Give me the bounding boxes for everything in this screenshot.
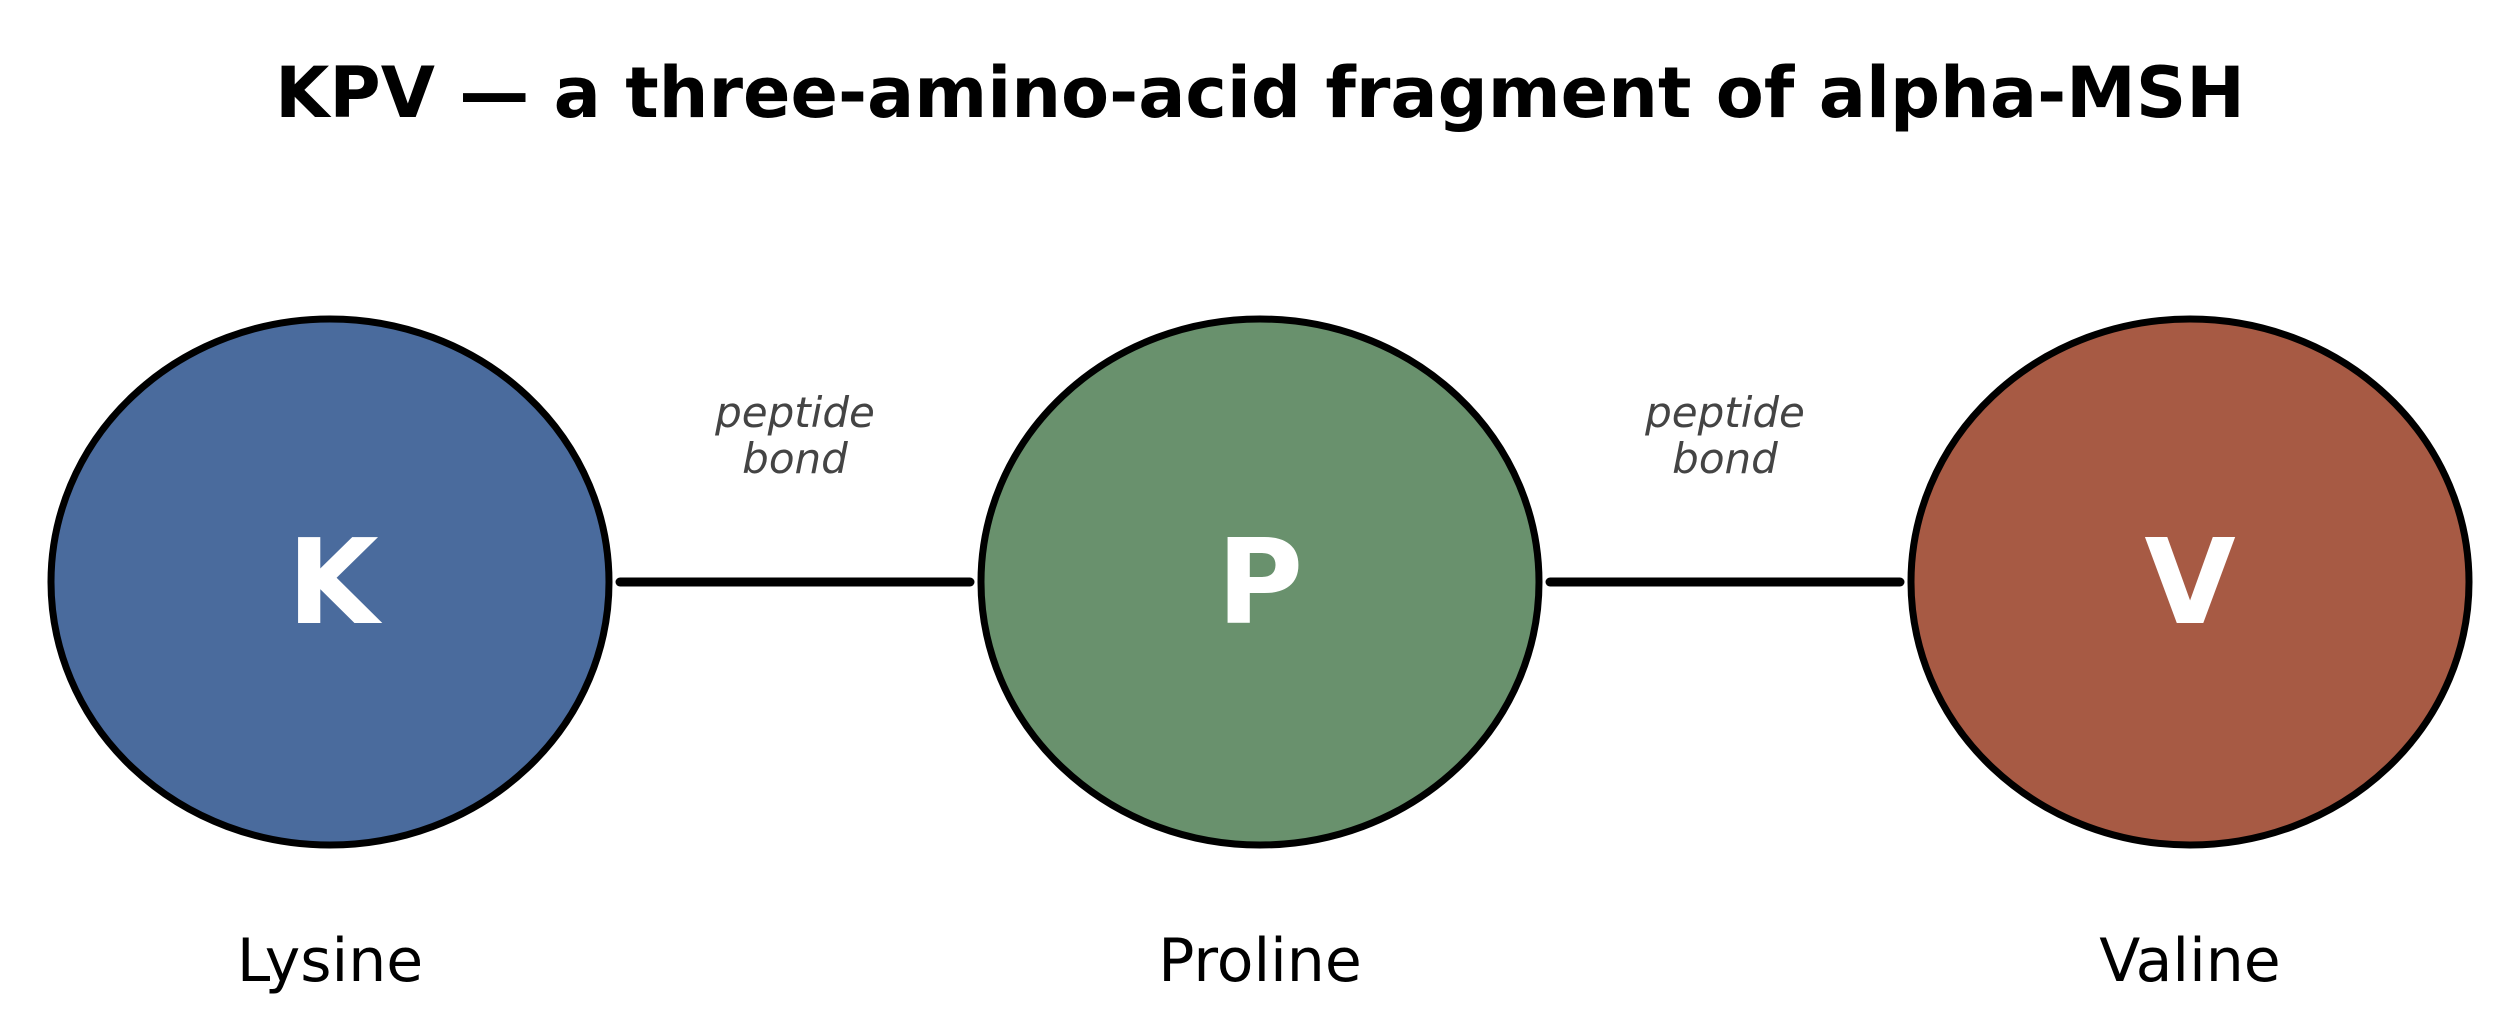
bond-label-1-line-1: peptide — [714, 388, 875, 437]
proline-name: Proline — [1158, 926, 1361, 996]
lysine-letter: K — [287, 513, 383, 651]
bond-label-2-line-2: bond — [1672, 434, 1778, 483]
lysine-name: Lysine — [237, 926, 423, 996]
proline-circle — [977, 315, 1543, 849]
valine-letter: V — [2144, 513, 2235, 651]
valine-name: Valine — [2099, 926, 2280, 996]
proline-letter: P — [1217, 513, 1303, 651]
diagram-title: KPV — a three-amino-acid fragment of alp… — [275, 52, 2245, 134]
valine-circle — [1907, 315, 2473, 849]
bond-label-2-line-1: peptide — [1644, 388, 1805, 437]
bond-label-1-line-2: bond — [742, 434, 848, 483]
lysine-circle — [47, 315, 613, 849]
